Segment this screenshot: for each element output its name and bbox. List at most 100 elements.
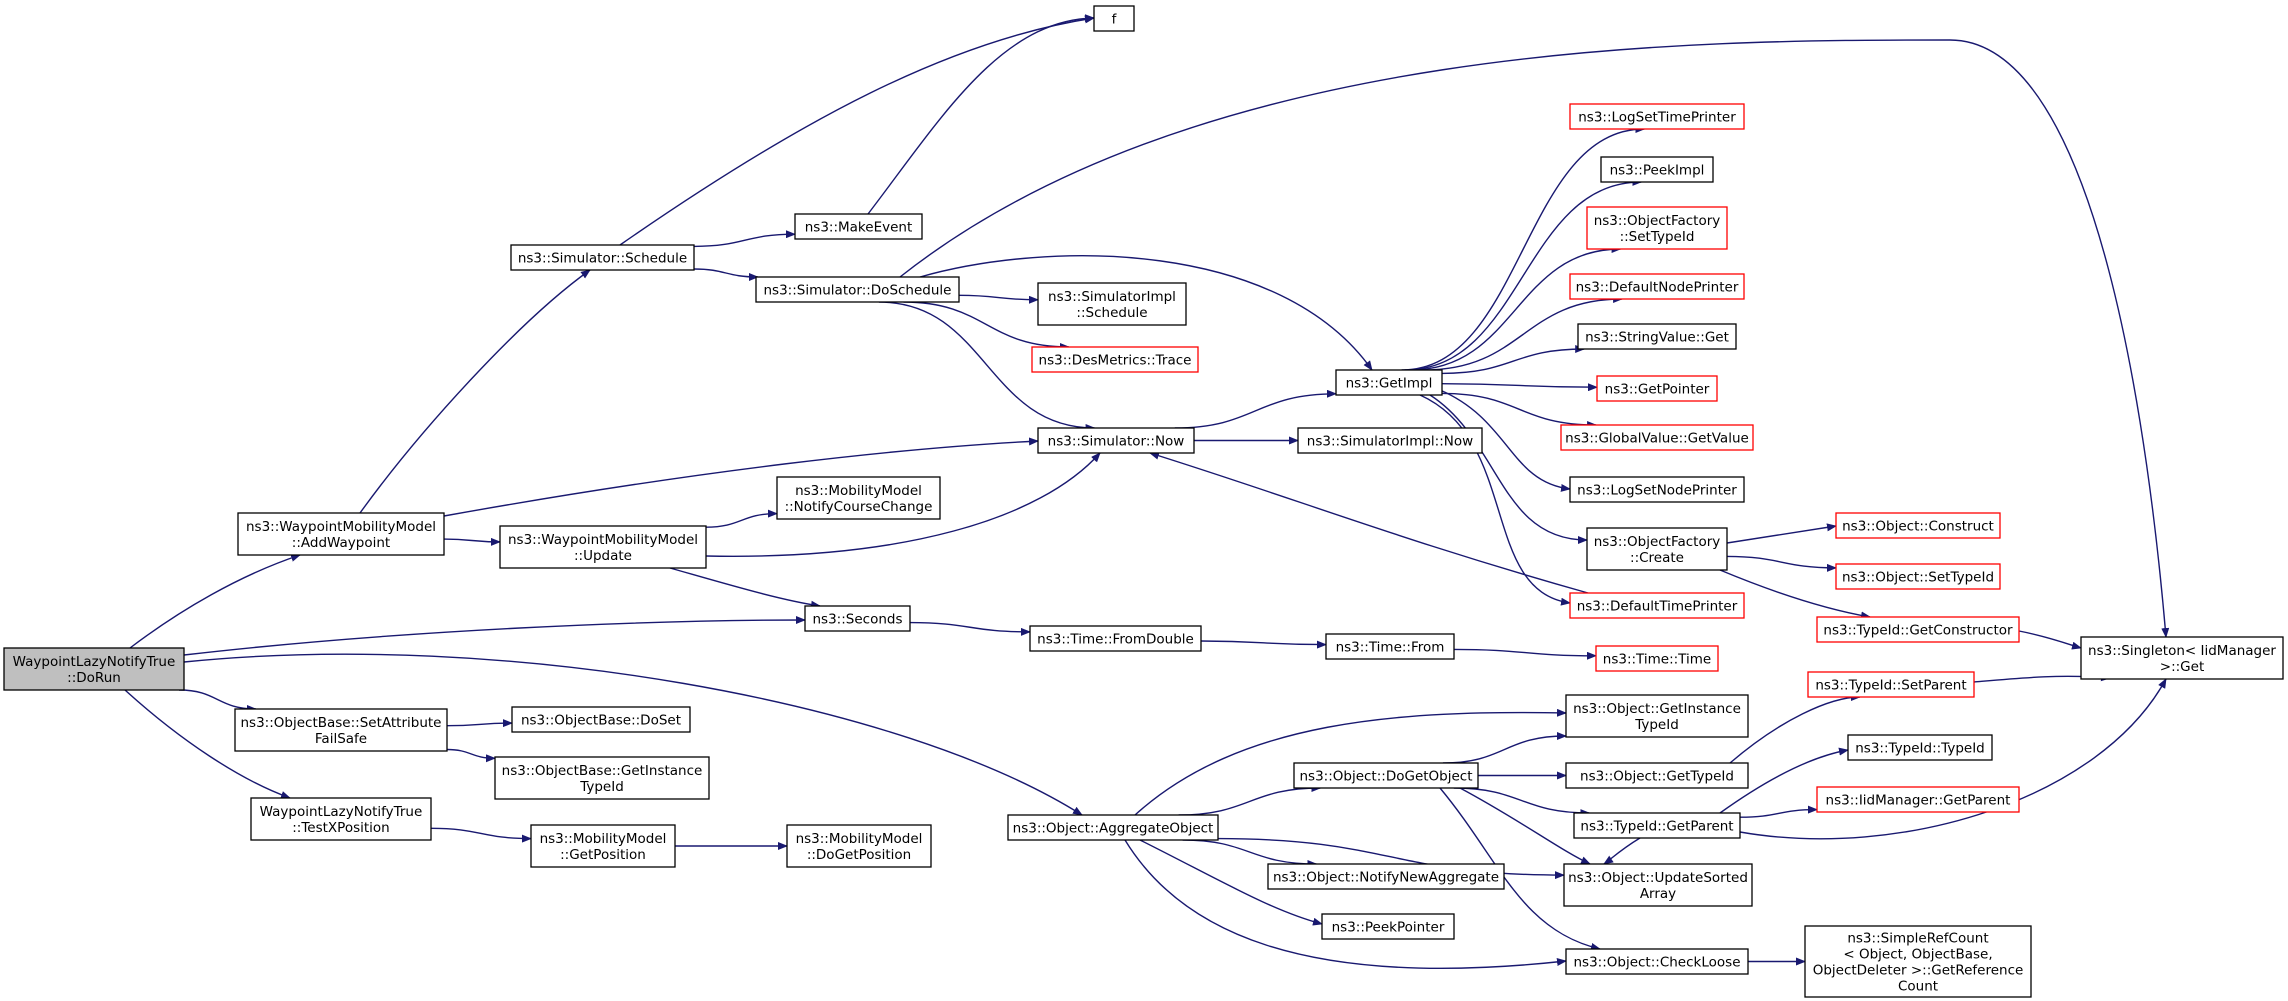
edge-getimpl-to-logsettime [1401,125,1646,371]
node-wmmupdate[interactable]: ns3::WaypointMobilityModel::Update [499,525,707,569]
node-f[interactable]: f [1093,5,1135,32]
edge-doschedule-to-simimplschedule [958,294,1039,304]
node-iidgetparent[interactable]: ns3::IidManager::GetParent [1816,786,2020,813]
node-timetime[interactable]: ns3::Time::Time [1595,645,1719,672]
edge-dogetobject-to-tidgetparent [1453,787,1591,817]
node-desmetrics[interactable]: ns3::DesMetrics::Trace [1031,346,1199,373]
node-box [1325,633,1455,660]
node-box [1093,5,1135,32]
node-getposition[interactable]: ns3::MobilityModel::GetPosition [530,824,676,868]
node-logsettime[interactable]: ns3::LogSetTimePrinter [1569,103,1745,130]
node-addwaypoint[interactable]: ns3::WaypointMobilityModel::AddWaypoint [237,512,445,556]
node-box [1321,913,1455,940]
node-ofsettypeid[interactable]: ns3::ObjectFactory::SetTypeId [1586,206,1728,250]
node-box [1297,427,1483,454]
edge-dorun-to-setattrfs [178,689,257,713]
node-notifycc[interactable]: ns3::MobilityModel::NotifyCourseChange [776,476,941,520]
node-box [1037,427,1195,454]
node-label-line: ns3::SimulatorImpl [1048,289,1176,305]
node-defnodeprinter[interactable]: ns3::DefaultNodePrinter [1569,273,1745,300]
edge-ofcreate-to-objconstruct [1726,523,1837,544]
edge-aggregate-to-notifynewagg [1182,839,1318,868]
node-label-line: TypeId [579,779,624,795]
edge-testx-to-getposition [430,827,532,843]
edge-aggregate-to-peekpointer [1139,839,1323,926]
node-tidsetparent[interactable]: ns3::TypeId::SetParent [1807,671,1975,698]
node-box [250,797,432,841]
node-label-line: ns3::Object::SetTypeId [1842,570,1994,586]
node-box [1573,812,1741,839]
node-makeevent[interactable]: ns3::MakeEvent [794,213,923,240]
edge-getimpl-to-deftimeprinter [1419,394,1571,606]
node-box [1569,103,1745,130]
node-checkloose[interactable]: ns3::Object::CheckLoose [1565,948,1749,975]
node-testx[interactable]: WaypointLazyNotifyTrue::TestXPosition [250,797,432,841]
node-peekimpl[interactable]: ns3::PeekImpl [1600,156,1714,183]
edge-doschedule-to-now [878,301,1096,432]
node-ofcreate[interactable]: ns3::ObjectFactory::Create [1586,527,1728,571]
node-logsetnode[interactable]: ns3::LogSetNodePrinter [1569,476,1745,503]
node-doschedule[interactable]: ns3::Simulator::DoSchedule [755,276,960,303]
edge-getimpl-to-getpointer [1441,383,1598,392]
node-tidgetparent[interactable]: ns3::TypeId::GetParent [1573,812,1741,839]
edge-setattrfs-to-obdoset [446,719,513,728]
node-label-line: ns3::DesMetrics::Trace [1039,353,1192,369]
edge-aggregate-to-dogetobject [1178,784,1322,816]
node-objgettypeid[interactable]: ns3::Object::GetTypeId [1565,762,1749,789]
edge-dorun-to-addwaypoint [129,554,301,649]
node-box [1835,563,2001,590]
node-dogetobject[interactable]: ns3::Object::DoGetObject [1293,762,1479,789]
node-objconstruct[interactable]: ns3::Object::Construct [1835,512,2001,539]
node-simimplnow[interactable]: ns3::SimulatorImpl::Now [1297,427,1483,454]
node-peekpointer[interactable]: ns3::PeekPointer [1321,913,1455,940]
node-label-line: WaypointLazyNotifyTrue [13,654,176,670]
node-tidtypeid[interactable]: ns3::TypeId::TypeId [1847,734,1993,761]
node-getconstructor[interactable]: ns3::TypeId::GetConstructor [1816,616,2020,643]
node-seconds[interactable]: ns3::Seconds [804,605,911,632]
node-fromdouble[interactable]: ns3::Time::FromDouble [1029,625,1202,652]
node-label-line: ns3::WaypointMobilityModel [246,519,436,535]
edge-schedule-to-makeevent [693,230,796,248]
edge-doschedule-to-singleton [899,39,2170,638]
node-label-line: ::AddWaypoint [292,535,390,551]
node-label-line: FailSafe [315,731,367,747]
node-label-line: ns3::WaypointMobilityModel [508,532,698,548]
node-obdoset[interactable]: ns3::ObjectBase::DoSet [511,706,691,733]
node-box [237,512,445,556]
node-strvalget[interactable]: ns3::StringValue::Get [1577,323,1737,350]
node-deftimeprinter[interactable]: ns3::DefaultTimePrinter [1569,592,1745,619]
node-getimpl[interactable]: ns3::GetImpl [1335,369,1443,396]
node-simplerefcount[interactable]: ns3::SimpleRefCount< Object, ObjectBase,… [1804,925,2032,998]
node-label-line: ns3::Time::Time [1603,652,1711,668]
node-label-line: ns3::Simulator::Now [1048,434,1185,450]
node-box [1565,762,1749,789]
node-box [1569,273,1745,300]
edge-getimpl-to-ofcreate [1429,394,1588,544]
node-box [1037,282,1187,326]
node-singleton[interactable]: ns3::Singleton< IidManager >::Get [2080,636,2284,680]
node-label-line: ns3::PeekImpl [1610,163,1705,179]
node-label-line: ::GetPosition [560,847,646,863]
node-box [1560,424,1754,451]
node-objsettypeid[interactable]: ns3::Object::SetTypeId [1835,563,2001,590]
edge-getimpl-to-strvalget [1441,345,1586,375]
node-box [1031,346,1199,373]
node-schedule[interactable]: ns3::Simulator::Schedule [510,244,695,271]
node-dorun[interactable]: WaypointLazyNotifyTrue::DoRun [3,647,185,691]
node-now[interactable]: ns3::Simulator::Now [1037,427,1195,454]
node-simimplschedule[interactable]: ns3::SimulatorImpl::Schedule [1037,282,1187,326]
node-label-line: < Object, ObjectBase, [1843,947,1992,963]
node-box [1847,734,1993,761]
node-getpointer[interactable]: ns3::GetPointer [1596,375,1718,402]
node-notifynewagg[interactable]: ns3::Object::NotifyNewAggregate [1267,863,1505,890]
edge-setattrfs-to-obgetinst [446,748,496,763]
node-gvgetvalue[interactable]: ns3::GlobalValue::GetValue [1560,424,1754,451]
node-aggregate[interactable]: ns3::Object::AggregateObject [1007,814,1219,841]
node-timefrom[interactable]: ns3::Time::From [1325,633,1455,660]
node-label-line: ns3::Time::FromDouble [1037,632,1194,648]
node-dogetposition[interactable]: ns3::MobilityModel::DoGetPosition [786,824,932,868]
